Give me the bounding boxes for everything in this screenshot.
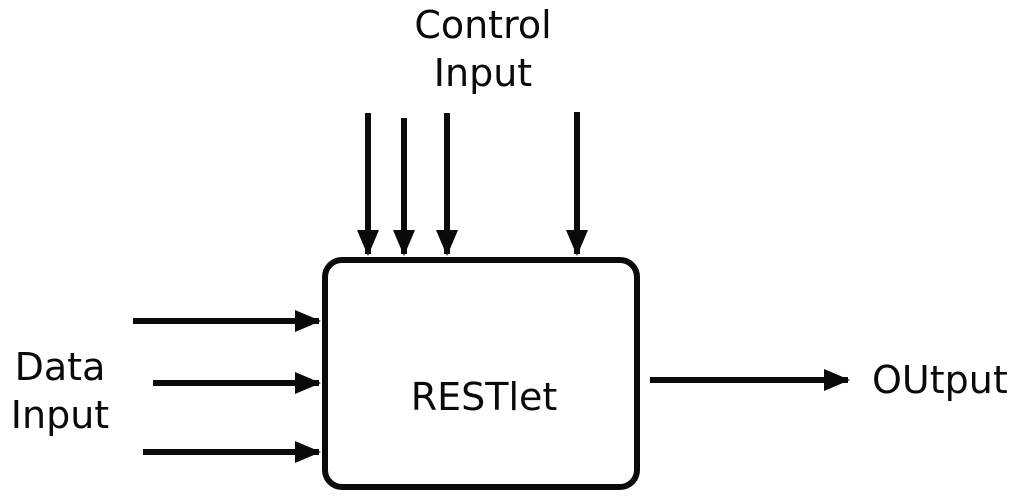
output-label: OUtput [872, 358, 1008, 402]
restlet-node-label: RESTlet [410, 375, 558, 419]
data-input-label: Data Input [10, 345, 110, 437]
control-input-label: Control Input [414, 3, 552, 95]
restlet-node [322, 257, 640, 490]
